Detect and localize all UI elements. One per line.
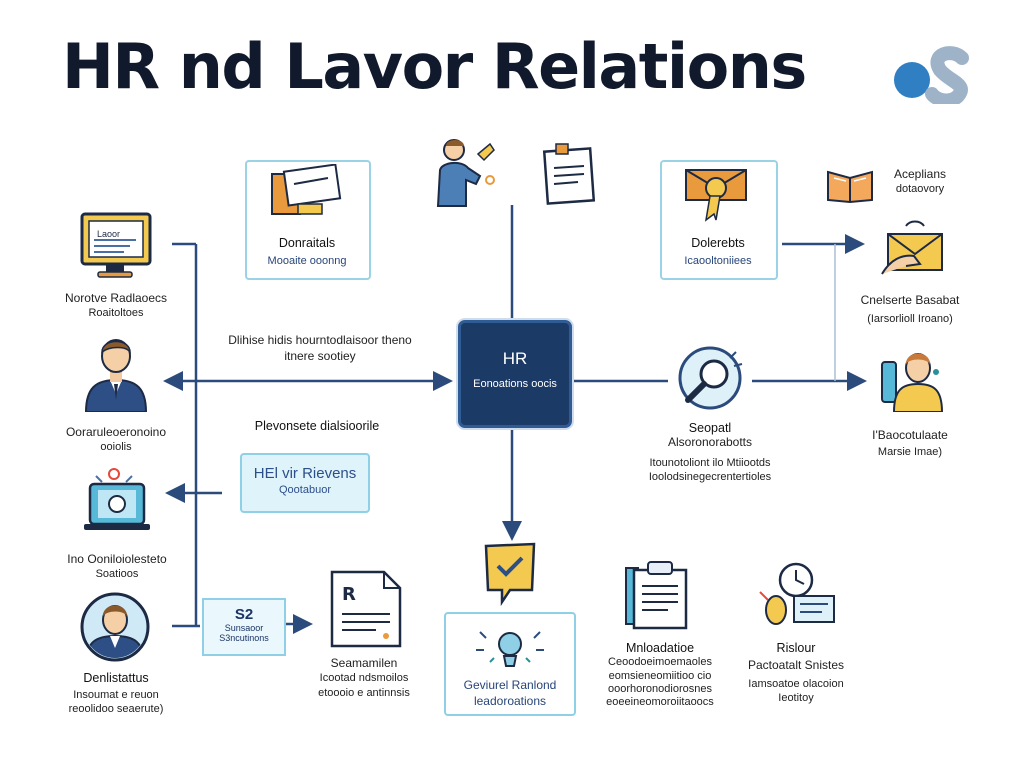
- box-donraitals: [245, 160, 371, 280]
- person-with-key-icon: [436, 139, 495, 207]
- worker-icon: [881, 353, 944, 412]
- brain-idea-icon: [476, 631, 544, 667]
- monitor-icon: [80, 212, 152, 278]
- top-box-1-title: Donraitals: [278, 236, 336, 250]
- right-item-1-sub: dotaovory: [895, 183, 945, 195]
- relations-box-title: HEl vir Rievens: [253, 465, 357, 482]
- search-line1: Itounotoliont ilo Mtiiootds: [649, 457, 771, 469]
- left-item-3-title: Ino Ooniloiolesteto: [67, 552, 167, 566]
- bottom-item-4-title: Rislour: [776, 641, 816, 655]
- hr-hub: HR Eonoations oocis: [458, 320, 572, 428]
- sz-box: S2 Sunsaoor S3ncutinons: [202, 598, 286, 656]
- hand-envelope-icon: [881, 220, 943, 275]
- bottom-item-2-sub: leadoroations: [473, 694, 547, 708]
- left-item-4-title: Denlistattus: [83, 671, 149, 685]
- center-caption-line1: Dlihise hidis hourntodlaisoor theno: [228, 333, 412, 347]
- logo: [894, 46, 969, 104]
- right-item-2-title: Cnelserte Basabat: [860, 293, 960, 307]
- top-box-2-title: Dolerebts: [691, 236, 745, 250]
- search-title: Seopatl: [688, 421, 732, 435]
- right-item-2-sub: (Iarsorlioll Iroano): [867, 313, 953, 325]
- bottom-item-3-title: Mnloadatioe: [625, 641, 695, 655]
- left-item-4-sub2: reoolidoo seaerute): [68, 703, 164, 715]
- top-box-2-sub: Icaooltoniiees: [684, 255, 752, 267]
- bottom-item-1-sub2: etoooio e antinnsis: [318, 687, 410, 699]
- center-caption-line2: itnere sootiey: [284, 349, 356, 363]
- clipboard-icon: [625, 561, 688, 630]
- bottom-item-1-title: Seamamilen: [330, 656, 398, 670]
- open-book-icon: [827, 170, 873, 204]
- sz-box-title: S2: [234, 606, 254, 623]
- right-item-1-title: Aceplians: [893, 167, 947, 181]
- bottom-item-3-sub3: ooorhoronodiorosnes: [608, 683, 712, 695]
- document-icon: [542, 143, 596, 205]
- bottom-item-3-sub2: eomsieneomiitioo cio: [608, 670, 712, 682]
- top-box-1-sub: Mooaite ooonng: [267, 255, 347, 267]
- bottom-item-3-sub4: eoeeineomoroiitaoocs: [606, 696, 714, 708]
- hub-title: HR: [502, 349, 528, 368]
- page-title: HR nd Lavor Relations: [62, 30, 807, 103]
- svg-text:R: R: [342, 584, 356, 605]
- clock-mouse-icon: [759, 562, 835, 625]
- bottom-item-4-sub3: Ieotitoy: [778, 692, 814, 704]
- search-sub: Alsoronorabotts: [667, 435, 753, 449]
- documents-folder-icon: [271, 164, 342, 215]
- right-item-3-sub: Marsie Imae): [877, 446, 943, 458]
- relations-box-sub: Qootabuor: [279, 484, 331, 496]
- relations-box: HEl vir Rievens Qootabuor: [240, 453, 370, 513]
- hub-subtitle: Eonoations oocis: [473, 378, 557, 390]
- bottom-item-1-sub: Icootad ndsmoilos: [319, 672, 409, 684]
- left-mid-caption: Plevonsete dialsioorile: [254, 419, 380, 433]
- search-line2: Ioolodsinegecrentertioles: [648, 471, 772, 483]
- monitor-screen-text: Laoor: [97, 229, 121, 239]
- manager-avatar-icon: [80, 592, 150, 662]
- left-item-2-title: Ooraruleoeronoino: [65, 425, 167, 439]
- report-doc-icon: R: [330, 570, 402, 648]
- left-item-2-sub: ooiolis: [100, 441, 132, 453]
- laptop-chat-icon: [84, 468, 150, 530]
- badge-check-icon: [484, 542, 536, 606]
- relations-output-box: Geviurel Ranlond leadoroations: [444, 612, 576, 716]
- left-item-3-sub: Soatioos: [95, 568, 139, 580]
- businessman-icon: [84, 339, 148, 412]
- left-item-4-sub: Insoumat e reuon: [73, 689, 159, 701]
- sz-box-sub: Sunsaoor: [224, 623, 264, 633]
- bottom-item-4-sub2: Iamsoatoe olacoion: [748, 678, 844, 690]
- left-item-1-title: Norotve Radlaoecs: [64, 291, 168, 305]
- sz-box-sub2: S3ncutinons: [219, 633, 269, 643]
- bottom-item-3-sub: Ceoodoeimoemaoles: [608, 656, 712, 668]
- certificate-ribbon-icon: [685, 169, 747, 222]
- bottom-item-4-sub: Pactoatalt Snistes: [747, 658, 845, 672]
- magnifier-icon: [678, 346, 743, 410]
- right-item-3-title: I'Baocotulaate: [872, 428, 948, 442]
- left-item-1-sub: Roaitoltoes: [88, 307, 144, 319]
- bottom-item-2-title: Geviurel Ranlond: [463, 678, 557, 692]
